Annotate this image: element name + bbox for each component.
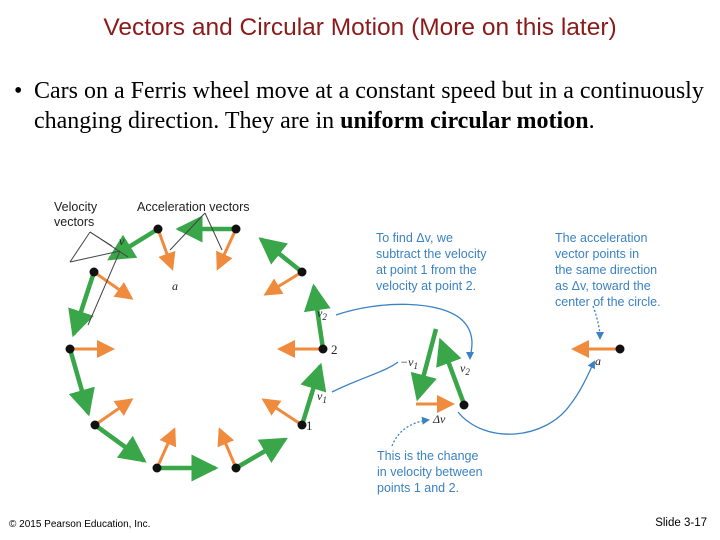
velocity-vectors-label-line2: vectors (54, 215, 94, 229)
svg-text:velocity at point 2.: velocity at point 2. (376, 279, 476, 293)
acceleration-arrow (155, 427, 177, 469)
car-point (231, 224, 241, 234)
car-point (152, 463, 162, 473)
velocity-arrow (258, 237, 305, 275)
tri-v2-label: v2 (460, 361, 470, 377)
svg-text:subtract the velocity: subtract the velocity (376, 247, 487, 261)
car-point (231, 463, 241, 473)
vector-v2-label: v2 (317, 306, 327, 322)
car-point (89, 267, 99, 277)
delta-v-label: Δv (432, 412, 446, 426)
acceleration-arrow (217, 427, 238, 469)
v2-arrow (410, 328, 439, 402)
svg-text:This is the change: This is the change (377, 449, 478, 463)
note-acceleration-direction: The acceleration vector points in the sa… (555, 231, 661, 309)
point-1-label: 1 (306, 418, 313, 433)
note-find-delta-v: To find Δv, we subtract the velocity at … (376, 231, 487, 293)
acceleration-result-label: a (595, 354, 601, 368)
velocity-vectors-label-line1: Velocity (54, 200, 98, 214)
label-leaders (69, 212, 223, 326)
curve-delta-connector (457, 360, 595, 435)
car-point (297, 267, 307, 277)
neg-v1-label: −v1 (400, 355, 418, 371)
copyright-footer: © 2015 Pearson Education, Inc. (9, 519, 151, 530)
acceleration-arrow (156, 228, 176, 271)
dashed-note-pointer-bottom (391, 416, 430, 447)
curve-v2-connector (335, 303, 475, 360)
velocity-arrow (68, 269, 97, 338)
svg-text:at point 1 from the: at point 1 from the (376, 263, 477, 277)
bullet-text-bold: uniform circular motion (340, 108, 589, 134)
car-point (153, 224, 163, 234)
connector-arrows (331, 303, 604, 447)
vector-v1-label: v1 (317, 389, 327, 405)
bullet-point: • Cars on a Ferris wheel move at a const… (14, 76, 704, 136)
svg-text:center of the circle.: center of the circle. (555, 295, 661, 309)
car-point (297, 420, 307, 430)
acceleration-vectors (70, 228, 323, 469)
acceleration-vectors-label: Acceleration vectors (137, 200, 250, 214)
car-point (318, 344, 328, 354)
vector-a-label: a (172, 279, 178, 293)
velocity-arrow (67, 346, 95, 417)
acceleration-arrow (94, 398, 134, 427)
svg-text:The acceleration: The acceleration (555, 231, 647, 245)
vector-v-label: v (119, 234, 125, 248)
velocity-arrow (233, 437, 288, 471)
car-point (65, 344, 75, 354)
bullet-text: Cars on a Ferris wheel move at a constan… (34, 76, 704, 136)
neg-v1-arrow (436, 337, 467, 405)
svg-text:vector points in: vector points in (555, 247, 639, 261)
svg-text:in velocity between: in velocity between (377, 465, 483, 479)
velocity-arrow (299, 362, 327, 428)
car-points (65, 224, 328, 473)
svg-text:the same direction: the same direction (555, 263, 657, 277)
velocity-subtraction-triangle (410, 328, 467, 413)
note-change-in-velocity: This is the change in velocity between p… (377, 449, 483, 495)
svg-text:points 1 and 2.: points 1 and 2. (377, 481, 459, 495)
bullet-dot: • (14, 78, 23, 104)
bullet-text-end: . (588, 108, 595, 134)
velocity-arrow (303, 283, 331, 352)
curve-v1-connector (331, 361, 399, 393)
slide-number: Slide 3-17 (655, 517, 707, 529)
acceleration-arrow (263, 270, 303, 296)
svg-text:as Δv, toward the: as Δv, toward the (555, 279, 651, 293)
point-2-label: 2 (331, 342, 338, 357)
car-point (90, 420, 100, 430)
dashed-note-pointer-top (592, 305, 604, 340)
bullet-text-main: Cars on a Ferris wheel move at a constan… (34, 78, 704, 134)
triangle-point (459, 400, 469, 410)
velocity-arrow (92, 422, 147, 463)
svg-text:To find Δv, we: To find Δv, we (376, 231, 453, 245)
acceleration-result-point (615, 344, 625, 354)
acceleration-arrow (261, 398, 303, 427)
slide-title: Vectors and Circular Motion (More on thi… (103, 14, 617, 41)
acceleration-arrow (93, 270, 134, 300)
acceleration-arrow (216, 228, 238, 271)
